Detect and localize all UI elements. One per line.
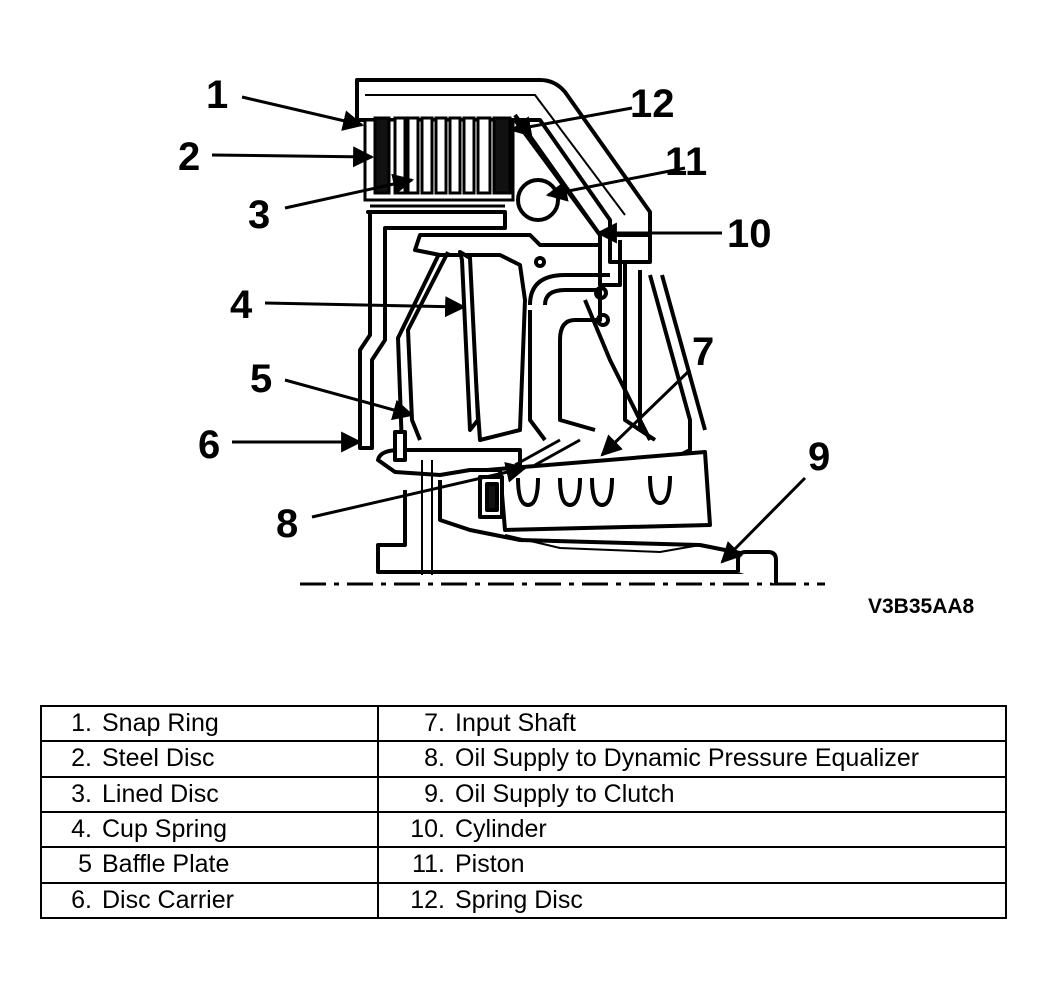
legend-number: 11. <box>412 850 445 879</box>
callout-7: 7 <box>692 330 714 374</box>
cup-spring <box>396 250 480 449</box>
hub-assembly <box>376 430 778 584</box>
legend-label: Piston <box>455 850 525 879</box>
legend-row: 6. Disc Carrier 12. Spring Disc <box>40 881 1007 920</box>
legend-label: Steel Disc <box>102 744 215 773</box>
legend-row: 5 Baffle Plate 11. Piston <box>40 846 1007 884</box>
legend-row: 3. Lined Disc 9. Oil Supply to Clutch <box>40 775 1007 813</box>
legend-cell: 10. Cylinder <box>377 810 1007 849</box>
callout-9: 9 <box>808 435 830 479</box>
legend-label: Snap Ring <box>102 709 219 738</box>
callout-11: 11 <box>665 140 707 184</box>
legend-number: 1. <box>71 709 92 738</box>
legend-cell: 9. Oil Supply to Clutch <box>377 775 1007 813</box>
legend-cell: 6. Disc Carrier <box>40 881 379 920</box>
legend-label: Oil Supply to Clutch <box>455 779 675 808</box>
legend-number: 7. <box>424 709 445 738</box>
cylinder-housing <box>355 78 652 287</box>
callout-12: 12 <box>630 82 675 126</box>
callout-1: 1 <box>206 73 228 117</box>
oil-passage <box>528 273 610 442</box>
legend-number: 12. <box>410 885 445 914</box>
legend-label: Baffle Plate <box>102 850 230 879</box>
legend-row: 4. Cup Spring 10. Cylinder <box>40 810 1007 849</box>
right-plates <box>583 262 707 457</box>
legend-row: 2. Steel Disc 8. Oil Supply to Dynamic Pre… <box>40 740 1007 778</box>
legend-number: 2. <box>71 744 92 773</box>
disc-carrier <box>358 210 507 450</box>
callout-5: 5 <box>250 357 272 401</box>
callout-10: 10 <box>727 212 772 256</box>
legend-label: Spring Disc <box>455 885 583 914</box>
legend-row: 1. Snap Ring 7. Input Shaft <box>40 704 1007 743</box>
legend-label: Oil Supply to Dynamic Pressure Equalizer <box>455 744 920 773</box>
legend-table: 1. Snap Ring 7. Input Shaft 2. Steel Disc 8… <box>40 704 1007 920</box>
legend-cell: 8. Oil Supply to Dynamic Pressure Equaliz… <box>377 740 1007 778</box>
legend-label: Cylinder <box>455 815 547 844</box>
legend-number: 5 <box>78 850 92 879</box>
callout-8: 8 <box>276 502 298 546</box>
legend-label: Input Shaft <box>455 709 576 738</box>
legend-number: 4. <box>71 815 92 844</box>
disc-pack <box>363 116 515 214</box>
callout-3: 3 <box>248 193 270 237</box>
legend-cell: 12. Spring Disc <box>377 881 1007 920</box>
callout-4: 4 <box>230 283 253 327</box>
figure-id: V3B35AA8 <box>868 595 975 618</box>
clutch-cross-section-diagram: 1 2 3 4 5 6 7 8 9 10 11 12 V3B35AA8 <box>178 73 975 618</box>
legend-label: Lined Disc <box>102 779 219 808</box>
legend-label: Cup Spring <box>102 815 228 844</box>
legend-cell: 3. Lined Disc <box>40 775 379 813</box>
legend-cell: 1. Snap Ring <box>40 704 379 743</box>
callout-6: 6 <box>198 423 220 467</box>
legend-cell: 4. Cup Spring <box>40 810 379 849</box>
legend-cell: 5 Baffle Plate <box>40 846 379 884</box>
legend-cell: 7. Input Shaft <box>377 704 1007 743</box>
callout-2: 2 <box>178 135 200 179</box>
legend-label: Disc Carrier <box>102 885 234 914</box>
legend-cell: 2. Steel Disc <box>40 740 379 778</box>
legend-number: 9. <box>424 779 445 808</box>
leader-arrows <box>211 95 807 564</box>
legend-number: 10. <box>410 815 445 844</box>
legend-number: 3. <box>71 779 92 808</box>
piston <box>413 118 602 442</box>
legend-number: 6. <box>71 885 92 914</box>
legend-cell: 11. Piston <box>377 846 1007 884</box>
legend-number: 8. <box>424 744 445 773</box>
